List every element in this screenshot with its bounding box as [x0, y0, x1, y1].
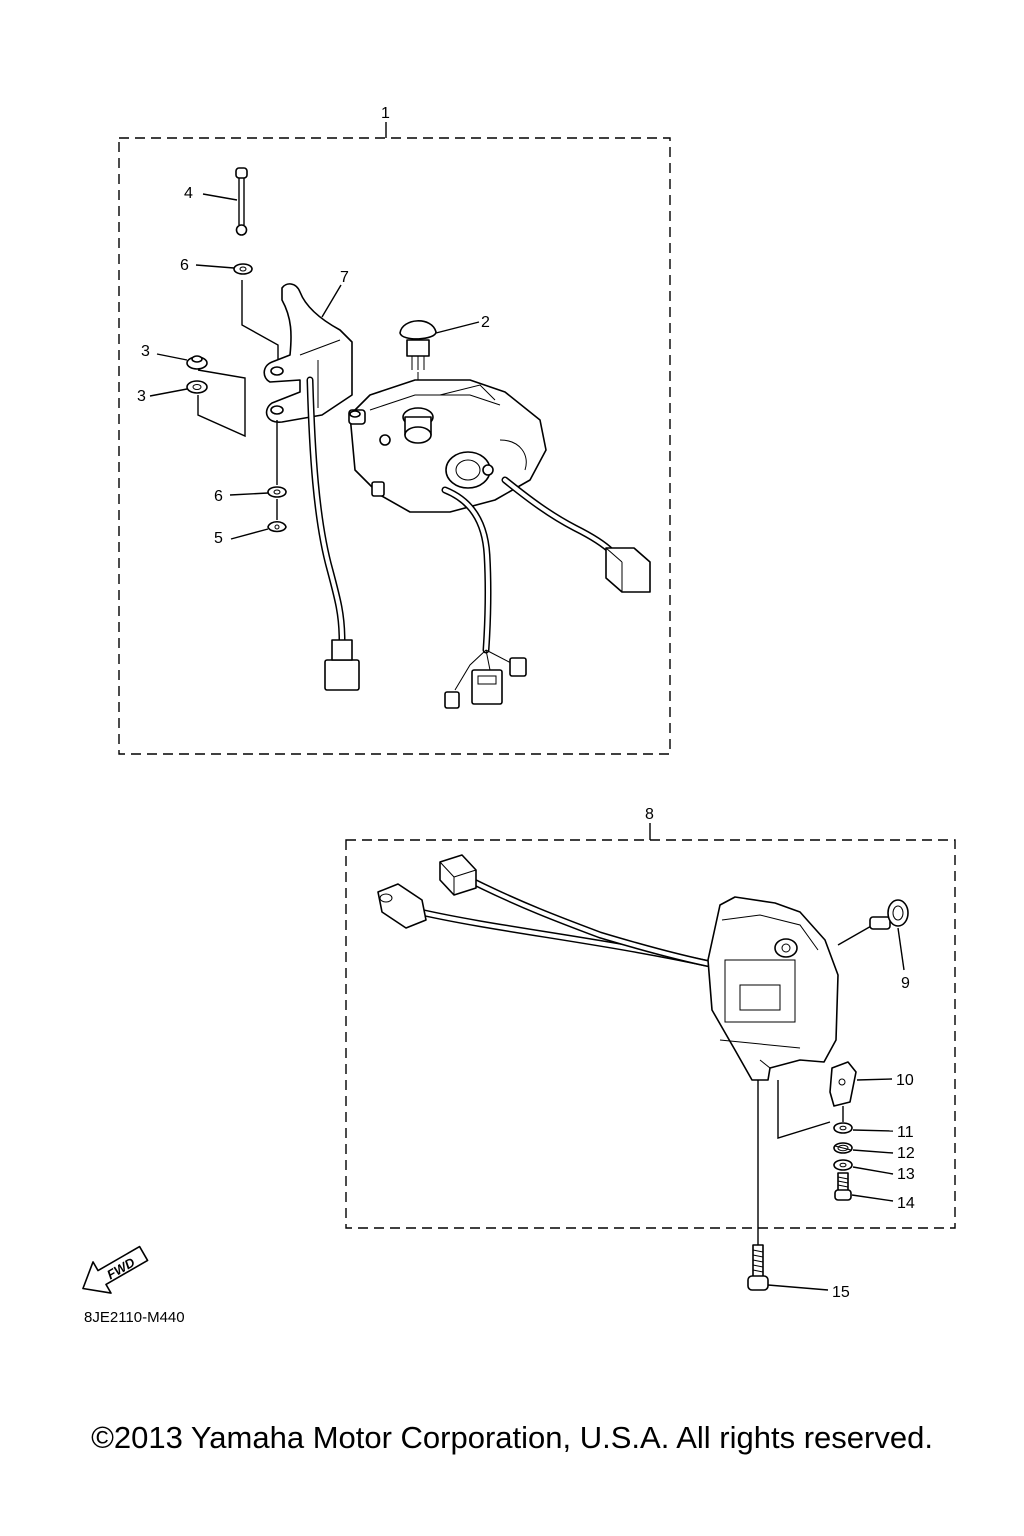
assembly-1-dashed-box: [118, 137, 671, 755]
callout-2[interactable]: 2: [481, 314, 490, 331]
callout-10[interactable]: 10: [896, 1072, 914, 1089]
callout-14[interactable]: 14: [897, 1195, 915, 1212]
callout-11[interactable]: 11: [897, 1124, 914, 1141]
lever-wire-connector: [324, 639, 360, 691]
part-3-grommet-upper[interactable]: [186, 355, 208, 370]
callout-6-upper[interactable]: 6: [180, 257, 189, 274]
part-14-screw[interactable]: [834, 1172, 852, 1201]
callout-12[interactable]: 12: [897, 1145, 915, 1162]
callout-3-upper[interactable]: 3: [141, 343, 150, 360]
part-6-washer-upper[interactable]: [233, 263, 253, 275]
callout-7[interactable]: 7: [340, 269, 349, 286]
part-2-button[interactable]: [399, 320, 437, 370]
right-wire-connector-b: [377, 883, 427, 929]
part-12-lock-washer[interactable]: [833, 1142, 853, 1154]
callout-5[interactable]: 5: [214, 530, 223, 547]
left-switch-housing[interactable]: [348, 379, 547, 513]
housing-connector-small-a: [444, 691, 460, 709]
right-switch-housing[interactable]: [707, 896, 839, 1081]
part-11-washer[interactable]: [833, 1122, 853, 1134]
part-10-clamp[interactable]: [829, 1061, 857, 1107]
housing-connector-small-b: [509, 657, 527, 677]
fwd-arrow-icon: FWD: [82, 1245, 149, 1294]
callout-8[interactable]: 8: [645, 806, 654, 823]
copyright-notice: ©2013 Yamaha Motor Corporation, U.S.A. A…: [91, 1420, 933, 1455]
part-7-lever[interactable]: [263, 283, 353, 423]
callout-6-lower[interactable]: 6: [214, 488, 223, 505]
housing-connector-large: [471, 669, 503, 705]
assembly-1-group: 1 4 6 7: [118, 105, 671, 755]
part-9-grommet[interactable]: [869, 899, 909, 930]
diagram-code: 8JE2110-M440: [84, 1309, 185, 1326]
assembly-8-group: 8: [345, 806, 956, 1229]
assembly-8-dashed-box: [345, 839, 956, 1229]
callout-1[interactable]: 1: [381, 105, 390, 122]
part-6-washer-lower[interactable]: [267, 486, 287, 498]
callout-9[interactable]: 9: [901, 975, 910, 992]
right-wire-connector-a: [439, 854, 477, 896]
callout-4[interactable]: 4: [184, 185, 193, 202]
callout-3-lower[interactable]: 3: [137, 388, 146, 405]
part-3-grommet-lower[interactable]: [186, 380, 208, 394]
part-4-pin[interactable]: [235, 167, 248, 236]
part-13-washer[interactable]: [833, 1159, 853, 1171]
callout-15[interactable]: 15: [832, 1284, 850, 1301]
callout-13[interactable]: 13: [897, 1166, 915, 1183]
part-5-clip[interactable]: [267, 520, 287, 533]
part-15-screw[interactable]: [747, 1244, 769, 1291]
housing-connector-right: [605, 547, 651, 593]
